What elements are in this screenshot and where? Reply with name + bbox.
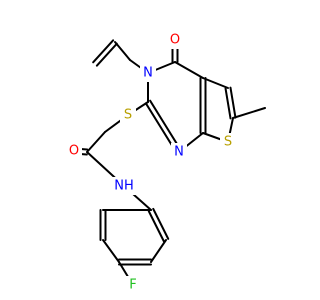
bond-c4a-c5 (202, 77, 229, 89)
atom-label-n3: N (143, 66, 153, 81)
atom-label-nh: NH (114, 179, 134, 194)
atom-o-carbonyl-ring: O (167, 31, 183, 49)
bond-c5-c6 (224, 87, 232, 120)
atom-label-s-thiophene: S (224, 135, 232, 150)
atom-label-o-amide: O (69, 144, 79, 159)
bond-r2-r3 (102, 239, 120, 263)
bond-r4-r5 (150, 239, 167, 263)
bond-c5-c6 (229, 86, 237, 119)
atom-label-s-thioether: S (124, 108, 132, 123)
atom-label-f: F (129, 278, 136, 293)
atom-label-o-ring: O (170, 33, 180, 48)
atom-nh-amide: NH (112, 177, 136, 195)
molecule-structure-diagram: O N N S S O NH F (66, 31, 266, 294)
bond-r5-r6 (152, 207, 170, 240)
bond-r5-r6 (147, 210, 165, 243)
bond-ca2-ca3 (92, 39, 115, 64)
atom-fluorine: F (125, 276, 141, 294)
atom-label-n1: N (174, 145, 184, 160)
atom-n1: N (171, 143, 187, 161)
atom-s-thioether: S (120, 106, 136, 124)
bond-c6-ch3 (232, 107, 266, 119)
atom-n3: N (140, 64, 156, 82)
bond-c2-n1 (149, 99, 183, 152)
bond-ca2-ca3 (95, 42, 118, 67)
atom-label-layer: O N N S S O NH F (66, 31, 236, 294)
atom-s-thiophene: S (220, 133, 236, 151)
bond-ch2-c_am (86, 131, 106, 153)
bond-ca1-ca2 (114, 41, 131, 61)
bond-layer (72, 39, 266, 286)
bond-c4a-c4 (174, 61, 204, 79)
atom-o-amide: O (66, 142, 82, 160)
